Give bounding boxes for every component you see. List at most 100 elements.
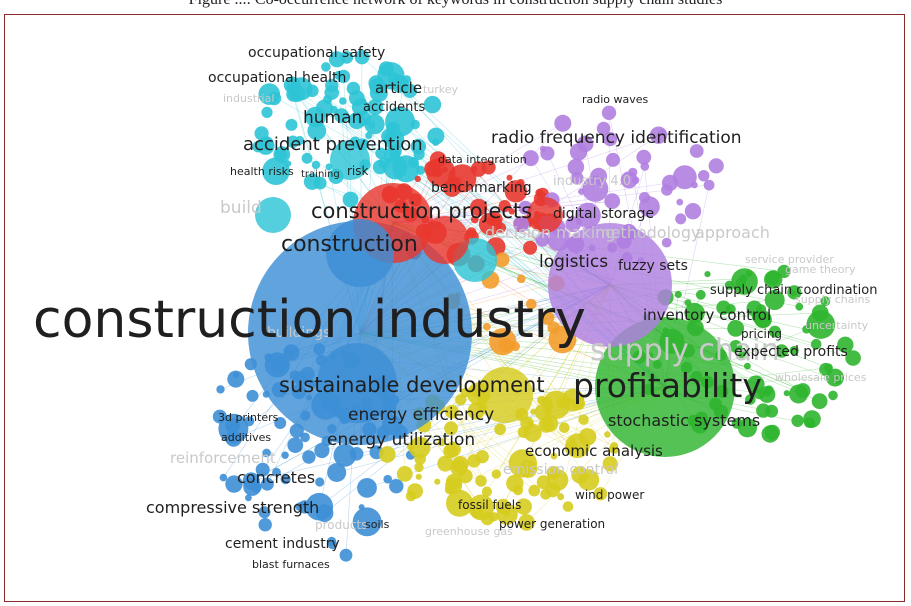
network-node — [280, 474, 291, 485]
label-approach: approach — [695, 223, 770, 242]
network-node — [649, 126, 668, 144]
network-node — [528, 484, 540, 497]
network-node — [764, 270, 783, 289]
network-link — [392, 182, 671, 224]
network-node — [572, 397, 585, 411]
label-sustainable-development: sustainable development — [279, 373, 545, 397]
network-node — [603, 132, 618, 147]
network-link — [269, 93, 611, 286]
network-node — [512, 485, 524, 496]
network-node — [508, 208, 515, 215]
network-node — [445, 404, 459, 419]
network-node — [481, 486, 492, 497]
label-supply-chains: supply chains — [795, 293, 871, 306]
network-node — [735, 347, 747, 359]
network-node — [494, 423, 506, 436]
network-node — [327, 536, 337, 546]
network-node — [466, 227, 477, 238]
network-node — [281, 451, 289, 459]
network-node — [535, 233, 550, 247]
network-node — [513, 216, 530, 233]
network-node — [469, 198, 488, 217]
network-node — [578, 428, 597, 446]
network-node — [675, 213, 687, 225]
network-node — [352, 507, 382, 537]
network-node — [302, 450, 316, 464]
label-industry-4-0: industry 4.0 — [553, 174, 631, 189]
network-node — [377, 62, 405, 90]
label-decision-making: decision making — [485, 223, 615, 242]
network-node — [593, 487, 608, 501]
network-node — [414, 175, 421, 183]
network-node — [429, 151, 447, 168]
network-node — [311, 160, 321, 170]
network-node — [602, 456, 618, 472]
network-node — [562, 501, 574, 512]
network-node — [606, 152, 620, 167]
network-node — [565, 216, 581, 233]
network-node — [567, 158, 585, 176]
hub-red-3 — [421, 216, 469, 264]
network-node — [258, 518, 272, 532]
network-node — [272, 467, 281, 477]
network-node — [789, 384, 809, 404]
label-article: article — [375, 79, 422, 97]
network-node — [745, 394, 756, 405]
network-node — [498, 338, 514, 353]
keyword-cooccurrence-network: build industrial buildings reinforcement… — [33, 45, 877, 571]
network-node — [434, 478, 441, 485]
network-node — [518, 514, 535, 531]
label-risk: risk — [347, 164, 369, 178]
network-node — [315, 477, 325, 487]
network-node — [661, 237, 672, 248]
figure-caption: Figure ...: Co-occurrence network of key… — [0, 0, 911, 14]
network-node — [255, 462, 270, 477]
network-node — [375, 147, 387, 159]
label-cement-industry: cement industry — [225, 536, 340, 552]
network-node — [554, 114, 572, 132]
network-node — [225, 475, 243, 493]
label-turkey: turkey — [423, 83, 459, 96]
network-node — [764, 424, 781, 440]
network-node — [491, 215, 498, 222]
label-build: build — [220, 198, 262, 218]
network-node — [758, 386, 776, 403]
network-node — [542, 390, 571, 419]
network-node — [708, 158, 724, 174]
network-node — [364, 114, 385, 135]
network-node — [716, 300, 731, 315]
network-node — [423, 95, 442, 114]
hub-red-2 — [527, 197, 563, 233]
label-industrial: industrial — [223, 92, 274, 105]
network-node — [475, 450, 489, 464]
network-node — [334, 108, 349, 123]
network-node — [258, 506, 271, 519]
network-node — [365, 131, 373, 139]
network-node — [695, 289, 706, 300]
network-node — [636, 149, 652, 165]
network-node — [314, 442, 330, 459]
network-labels: build industrial buildings reinforcement… — [33, 45, 877, 571]
network-node — [339, 548, 353, 562]
network-node — [437, 438, 446, 447]
network-node — [498, 200, 511, 213]
network-node — [413, 148, 425, 160]
network-node — [315, 99, 334, 117]
network-node — [578, 414, 589, 425]
network-node — [508, 449, 537, 478]
network-node — [510, 341, 520, 352]
network-node — [523, 240, 538, 255]
network-node — [445, 441, 461, 458]
network-node — [285, 118, 298, 131]
network-node — [538, 417, 555, 433]
network-node — [810, 338, 822, 350]
network-node — [262, 157, 290, 185]
network-node — [227, 370, 245, 388]
label-pricing: pricing — [741, 327, 782, 341]
hub-construction — [326, 219, 394, 287]
network-node — [357, 478, 377, 498]
network-node — [329, 105, 338, 114]
label-radio-waves: radio waves — [582, 93, 649, 106]
network-node — [698, 170, 710, 182]
network-node — [703, 179, 715, 191]
